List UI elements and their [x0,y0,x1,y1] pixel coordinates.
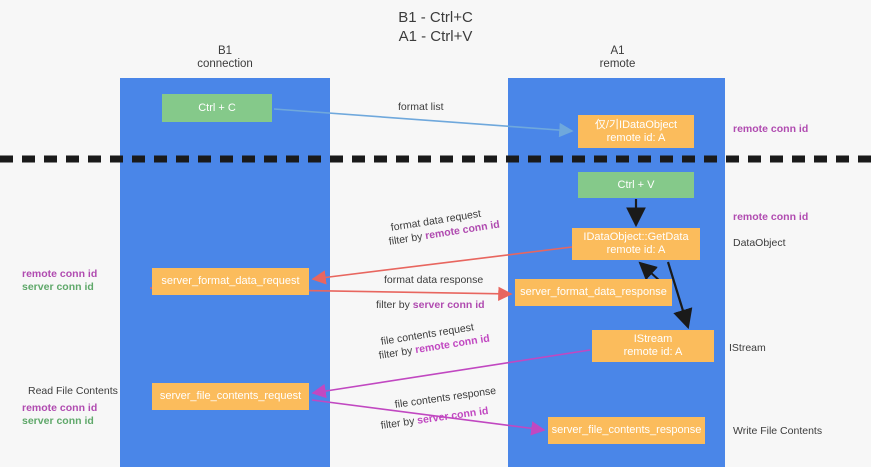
box-ctrl-c-label: Ctrl + C [198,101,236,114]
box-getdata-line1: IDataObject::GetData [583,231,689,243]
label-format-list: format list [398,101,444,113]
box-ctrl-c[interactable]: Ctrl + C [162,94,272,122]
column-header-a1-name: A1 [610,45,625,57]
annotation-right-dataobject: DataObject [733,237,786,249]
box-server-file-contents-request-label: server_file_contents_request [159,390,302,402]
box-server-format-data-response[interactable]: server_format_data_response [515,279,672,306]
label-fdresp-filter-prefix: filter by [376,299,413,311]
annotation-right-remote-conn-id-top: remote conn id [733,123,809,135]
box-ctrl-v[interactable]: Ctrl + V [578,172,694,198]
box-server-format-data-request[interactable]: server_format_data_request [152,268,309,295]
box-istream[interactable]: IStream remote id: A [592,330,714,362]
box-server-format-data-request-label: server_format_data_request [161,275,300,287]
title-line-2: A1 - Ctrl+V [398,28,473,45]
box-getdata-line2: remote id: A [606,244,666,256]
box-istream-line1: IStream [633,333,673,345]
label-format-data-response-filter: filter by server conn id [376,299,485,312]
annotation-right-istream: IStream [729,342,766,354]
annotation-right-write-file-contents: Write File Contents [733,425,823,437]
column-header-b1: B1 connection [140,45,310,71]
annotation-left-remote-conn-id: remote conn id [22,268,98,280]
column-header-b1-sub: connection [197,58,253,70]
annotation-right-remote-conn-id-mid: remote conn id [733,211,809,223]
annotation-left-read-file-contents: Read File Contents [28,385,118,397]
title-line-1: B1 - Ctrl+C [398,9,473,26]
page-title: B1 - Ctrl+C A1 - Ctrl+V [0,8,871,46]
label-fdresp-filter-key: server conn id [412,299,485,311]
box-server-file-contents-response[interactable]: server_file_contents_response [548,417,705,444]
box-idataobject[interactable]: 仅/기IDataObject remote id: A [578,115,694,148]
column-header-a1-sub: remote [599,58,636,70]
annotation-left-server-conn-id: server conn id [22,281,94,293]
box-ctrl-v-label: Ctrl + V [617,178,655,191]
box-idataobject-line1: 仅/기IDataObject [594,118,678,131]
annotation-left-remote-conn-id-2: remote conn id [22,402,98,414]
box-idataobject-line2: remote id: A [606,131,666,144]
annotation-left-server-conn-id-2: server conn id [22,415,94,427]
box-idataobject-getdata[interactable]: IDataObject::GetData remote id: A [572,228,700,260]
column-header-b1-name: B1 [217,45,233,57]
box-server-format-data-response-label: server_format_data_response [520,286,667,298]
box-server-file-contents-response-label: server_file_contents_response [551,424,702,436]
box-server-file-contents-request[interactable]: server_file_contents_request [152,383,309,410]
label-format-data-response: format data response [384,274,484,286]
box-istream-line2: remote id: A [623,346,683,358]
column-header-a1: A1 remote [530,45,705,71]
label-fcresp-filter-prefix: filter by [380,414,419,432]
label-fcresp-filter-key: server conn id [416,404,490,427]
